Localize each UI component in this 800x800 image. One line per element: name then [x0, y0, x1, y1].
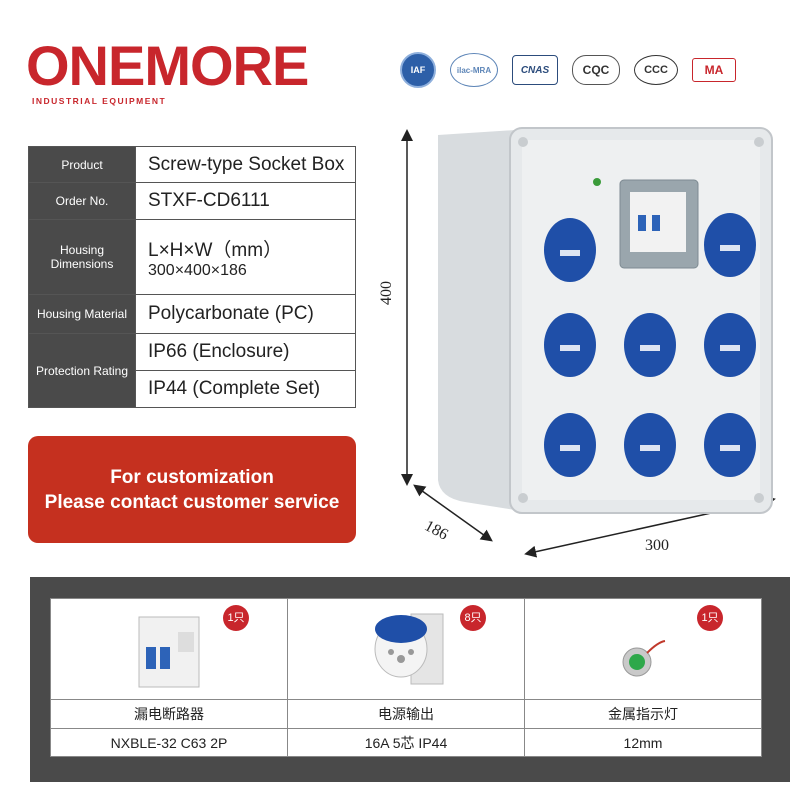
spec-label-dimensions-line2: Dimensions	[50, 257, 114, 271]
qty-badge-indicator: 1只	[697, 605, 723, 631]
customization-banner[interactable]: For customization Please contact custome…	[28, 436, 356, 543]
height-label: 400	[378, 281, 395, 305]
cnas-logo: CNAS	[512, 55, 558, 85]
component-image-socket: 8只	[287, 598, 525, 700]
cqc-logo: CQC	[572, 55, 620, 85]
width-label: 300	[645, 537, 669, 554]
indicator-lamp-icon	[622, 639, 666, 676]
component-name-indicator: 金属指示灯	[524, 699, 762, 729]
component-name-socket: 电源输出	[287, 699, 525, 729]
indicator-light-icon	[593, 178, 601, 186]
spec-table: Product Screw-type Socket Box Order No. …	[28, 146, 356, 408]
component-spec-breaker: NXBLE-32 C63 2P	[50, 728, 288, 757]
ilac-logo: ilac-MRA	[450, 53, 498, 87]
brand-logo: ONEMORE	[26, 34, 309, 97]
iaf-logo: IAF	[400, 52, 436, 88]
spec-label-order: Order No.	[28, 182, 136, 220]
component-spec-indicator: 12mm	[524, 728, 762, 757]
breaker-icon	[138, 616, 200, 687]
socket-icon	[374, 613, 444, 685]
qty-badge-socket: 8只	[460, 605, 486, 631]
depth-dimension-arrow	[413, 484, 493, 542]
spec-dimensions-values: 300×400×186	[148, 261, 247, 279]
certification-logos: IAF ilac-MRA CNAS CQC CCC MA	[400, 50, 780, 90]
spec-value-material: Polycarbonate (PC)	[135, 294, 356, 334]
banner-line-2: Please contact customer service	[44, 491, 340, 513]
spec-label-protection: Protection Rating	[28, 333, 136, 408]
spec-dimensions-units: L×H×W（mm）	[148, 239, 283, 261]
spec-value-dimensions: L×H×W（mm） 300×400×186	[135, 219, 356, 295]
spec-value-product: Screw-type Socket Box	[135, 146, 356, 183]
qty-badge-breaker: 1只	[223, 605, 249, 631]
component-spec-socket: 16A 5芯 IP44	[287, 728, 525, 757]
component-image-breaker: 1只	[50, 598, 288, 700]
brand-tagline: INDUSTRIAL EQUIPMENT	[32, 96, 167, 106]
component-image-indicator: 1只	[524, 598, 762, 700]
banner-line-1: For customization	[110, 466, 274, 488]
components-table: 1只 8只 1只 漏电断路器 电源输出 金属指示灯 NXBLE-32 C63 2…	[50, 598, 762, 757]
ccc-logo: CCC	[634, 55, 678, 85]
box-side	[438, 130, 515, 510]
spec-value-protection-enclosure: IP66 (Enclosure)	[135, 333, 356, 371]
spec-label-product: Product	[28, 146, 136, 183]
component-name-breaker: 漏电断路器	[50, 699, 288, 729]
product-illustration	[401, 127, 776, 558]
spec-label-dimensions-line1: Housing	[59, 243, 105, 257]
spec-value-protection-set: IP44 (Complete Set)	[135, 370, 356, 408]
spec-value-order: STXF-CD6111	[135, 182, 356, 220]
spec-label-material: Housing Material	[28, 294, 136, 334]
ma-logo: MA	[692, 58, 736, 82]
spec-label-dimensions: Housing Dimensions	[28, 219, 136, 295]
